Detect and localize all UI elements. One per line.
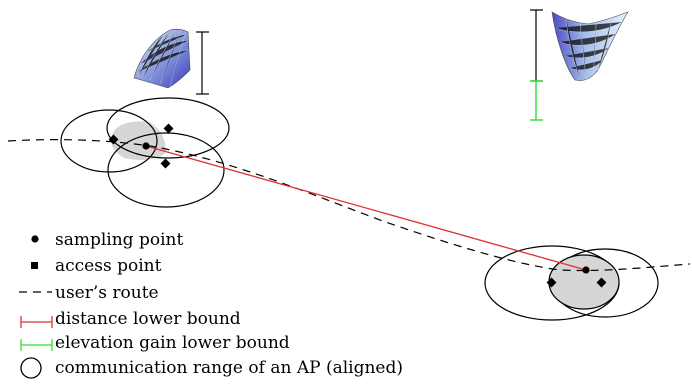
legend-item-access-point: access point — [31, 256, 162, 276]
access-point — [596, 277, 607, 288]
elevation-bar-right — [530, 9, 543, 82]
access-point — [546, 277, 557, 288]
ap-cluster-right — [484, 245, 659, 321]
legend-label: access point — [55, 256, 162, 276]
legend-item-sampling-point: sampling point — [31, 230, 183, 250]
ap-range-circle — [106, 97, 230, 159]
legend-item-distance-lower-bound — [20, 316, 53, 328]
legend-ap-range-symbol — [20, 357, 42, 379]
distance-lower-bound-line — [145, 145, 587, 271]
user-route — [7, 139, 691, 272]
ap-cluster-left — [60, 97, 230, 208]
sampling-point — [142, 142, 150, 150]
ap-range-circle — [60, 109, 158, 173]
legend-label: elevation gain lower bound — [55, 333, 290, 353]
legend-sampling-point-symbol — [31, 235, 39, 243]
access-point — [163, 123, 174, 134]
elevation-bar-left — [196, 31, 209, 95]
legend-item-route: user’s route — [19, 283, 159, 303]
ap-range-circle — [107, 132, 225, 208]
concave-surface-icon — [551, 11, 629, 82]
legend-label: communication range of an AP (aligned) — [55, 358, 403, 378]
sampling-point — [582, 266, 590, 274]
legend-item-elevation-gain-lower-bound — [20, 339, 53, 351]
access-point — [160, 158, 171, 169]
access-point — [108, 134, 119, 145]
legend-access-point-symbol — [31, 262, 38, 269]
legend: sampling point access point user’s route… — [19, 230, 403, 379]
access-points — [108, 123, 607, 288]
legend-item-ap-range: communication range of an AP (aligned) — [20, 357, 403, 379]
aligned-region-left — [111, 121, 166, 160]
legend-label: user’s route — [55, 283, 159, 303]
elevation-gain-lower-bound-bar — [530, 80, 543, 121]
legend-label: sampling point — [55, 230, 183, 250]
legend-label: distance lower bound — [55, 309, 241, 329]
convex-surface-icon — [133, 28, 191, 89]
